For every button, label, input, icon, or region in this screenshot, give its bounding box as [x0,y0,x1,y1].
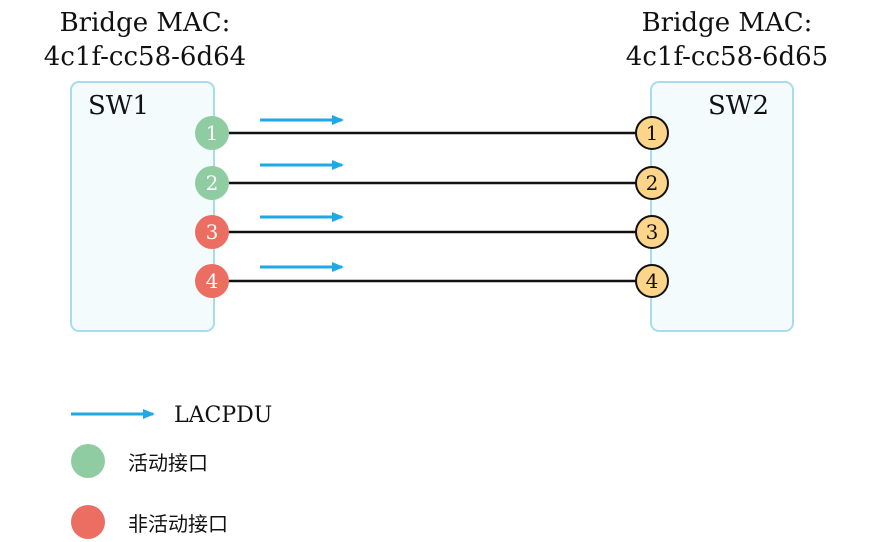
port-label: 4 [206,269,219,293]
port-label: 1 [646,121,659,145]
sw1-box [70,81,215,332]
port-circle-icon [195,215,229,249]
legend-inactive-label: 非活动接口 [128,512,228,536]
sw1-name: SW1 [88,91,149,121]
legend-active-port-icon [71,444,105,478]
sw1-port-1: 1 [195,116,229,150]
sw2-name: SW2 [708,91,769,121]
sw2-mac-address: 4c1f-cc58-6d65 [626,42,828,72]
port-circle-icon [195,264,229,298]
sw2-box [650,81,794,332]
sw2-port-3: 3 [635,215,669,249]
legend-inactive-port-icon [71,505,105,539]
legend-active-label: 活动接口 [128,451,208,475]
sw1-port-2: 2 [195,166,229,200]
port-circle-icon [195,116,229,150]
legend-lacpdu-label: LACPDU [174,403,272,428]
port-label: 2 [646,171,659,195]
port-label: 2 [206,171,219,195]
port-circle-icon [195,166,229,200]
port-label: 3 [646,220,659,244]
port-label: 3 [206,220,219,244]
port-circle-icon [635,116,669,150]
sw1-port-3: 3 [195,215,229,249]
port-circle-icon [635,215,669,249]
port-label: 1 [206,121,219,145]
sw1-mac-address: 4c1f-cc58-6d64 [44,42,246,72]
port-label: 4 [646,269,659,293]
legend: LACPDU 活动接口 非活动接口 [71,403,272,539]
sw1-mac-title: Bridge MAC: [60,8,231,38]
sw2-port-1: 1 [635,116,669,150]
port-circle-icon [635,166,669,200]
sw1-port-4: 4 [195,264,229,298]
sw2-port-4: 4 [635,264,669,298]
port-circle-icon [635,264,669,298]
sw2-port-2: 2 [635,166,669,200]
sw2-mac-title: Bridge MAC: [642,8,813,38]
